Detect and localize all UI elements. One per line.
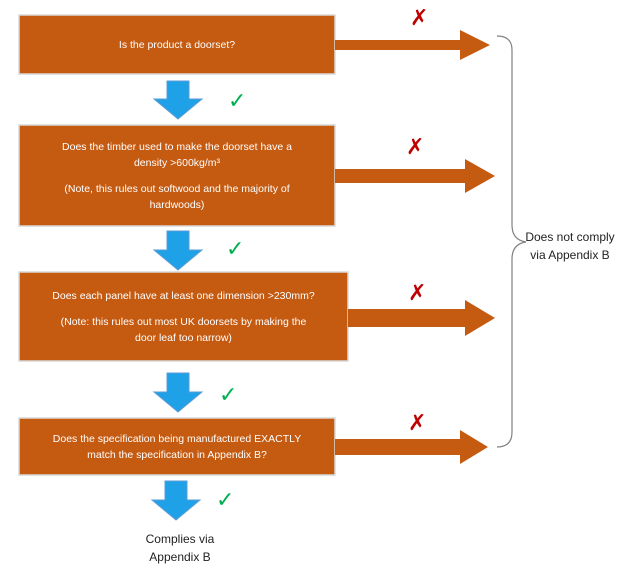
pass-outcome-line-1: Complies via: [145, 532, 215, 546]
grouping-brace: [496, 35, 527, 448]
step-4-line-1: Does the specification being manufacture…: [52, 432, 302, 445]
pass-arrow-1: [152, 80, 204, 120]
tick-icon: ✓: [216, 488, 235, 513]
step-box-4: [18, 417, 336, 476]
step-2-line-1: Does the timber used to make the doorset…: [62, 140, 292, 153]
step-text-4: Does the specification being manufacture…: [19, 418, 335, 475]
step-2-line-2: density >600kg/m³: [133, 156, 221, 169]
fail-arrow-3: [348, 300, 495, 336]
cross-icon: ✗: [406, 135, 425, 160]
step-2-line-5: hardwoods): [149, 198, 205, 211]
step-box-3: [18, 271, 349, 362]
step-text-3: Does each panel have at least one dimens…: [19, 272, 348, 361]
pass-outcome-label: Complies via Appendix B: [120, 530, 240, 566]
cross-icon: ✗: [408, 411, 427, 436]
step-2-line-4: (Note, this rules out softwood and the m…: [64, 182, 290, 195]
step-box-1: [18, 14, 336, 75]
pass-arrow-2: [152, 230, 204, 271]
step-3-line-1: Does each panel have at least one dimens…: [52, 289, 315, 302]
step-3-line-3: (Note: this rules out most UK doorsets b…: [60, 315, 307, 328]
tick-icon: ✓: [219, 383, 238, 408]
fail-arrow-1: [335, 30, 490, 60]
step-text-2: Does the timber used to make the doorset…: [19, 125, 335, 226]
step-text-1: Is the product a doorset?: [19, 15, 335, 74]
cross-icon: ✗: [410, 6, 429, 31]
fail-outcome-label: Does not comply via Appendix B: [510, 228, 630, 264]
step-4-line-2: match the specification in Appendix B?: [87, 448, 267, 461]
step-3-line-4: door leaf too narrow): [135, 331, 232, 344]
fail-arrow-4: [335, 430, 488, 464]
tick-icon: ✓: [226, 237, 245, 262]
fail-outcome-line-1: Does not comply: [525, 230, 615, 244]
fail-arrow-2: [335, 159, 495, 193]
step-1-line-1: Is the product a doorset?: [118, 38, 236, 51]
fail-outcome-line-2: via Appendix B: [530, 248, 610, 262]
step-box-2: [18, 124, 336, 227]
tick-icon: ✓: [228, 89, 247, 114]
pass-outcome-line-2: Appendix B: [149, 550, 211, 564]
cross-icon: ✗: [408, 281, 427, 306]
pass-arrow-3: [152, 372, 204, 413]
pass-arrow-4: [150, 480, 202, 521]
